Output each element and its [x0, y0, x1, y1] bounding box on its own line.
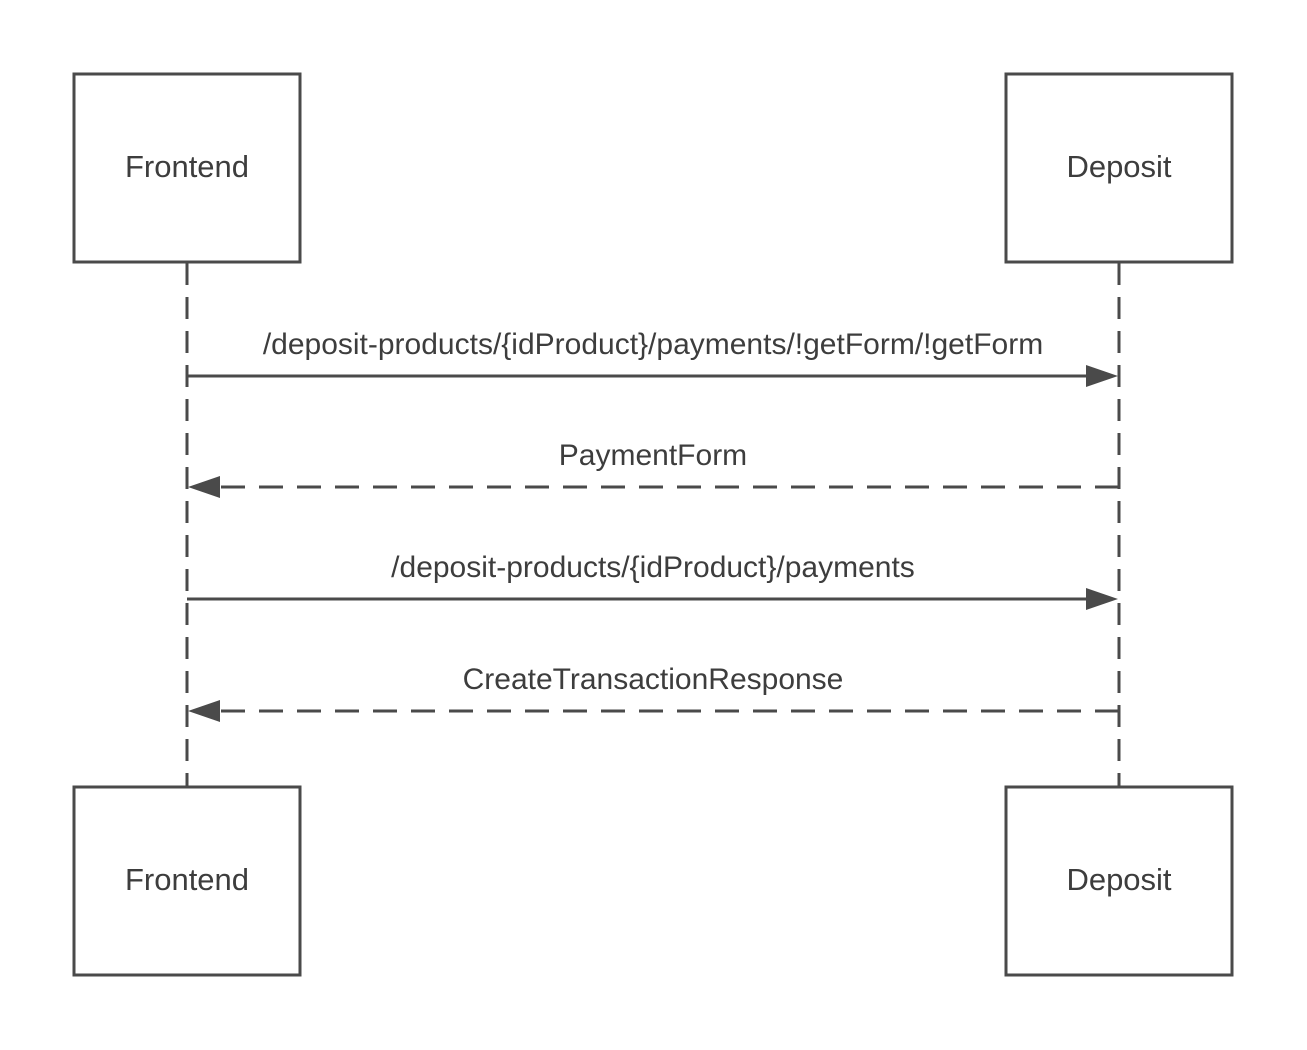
frontend-top-participant: Frontend	[72, 72, 302, 264]
message-1: /deposit-products/{idProduct}/payments/!…	[187, 328, 1118, 387]
deposit-top-participant: Deposit	[1004, 72, 1234, 264]
message-2: PaymentForm	[188, 439, 1119, 498]
message-3: /deposit-products/{idProduct}/payments	[187, 551, 1118, 610]
message-2-label: PaymentForm	[559, 439, 747, 472]
message-2-arrowhead	[188, 476, 220, 498]
message-4-label: CreateTransactionResponse	[463, 663, 844, 696]
message-3-arrowhead	[1086, 588, 1118, 610]
frontend-bottom-participant: Frontend	[72, 785, 302, 977]
deposit-bottom-label: Deposit	[1066, 862, 1171, 897]
deposit-bottom-participant: Deposit	[1004, 785, 1234, 977]
message-3-label: /deposit-products/{idProduct}/payments	[391, 551, 915, 584]
message-4-arrowhead	[188, 700, 220, 722]
deposit-top-label: Deposit	[1066, 149, 1171, 184]
message-4: CreateTransactionResponse	[188, 663, 1119, 722]
message-1-label: /deposit-products/{idProduct}/payments/!…	[263, 328, 1043, 361]
frontend-top-label: Frontend	[125, 149, 249, 184]
frontend-bottom-label: Frontend	[125, 862, 249, 897]
message-1-arrowhead	[1086, 365, 1118, 387]
